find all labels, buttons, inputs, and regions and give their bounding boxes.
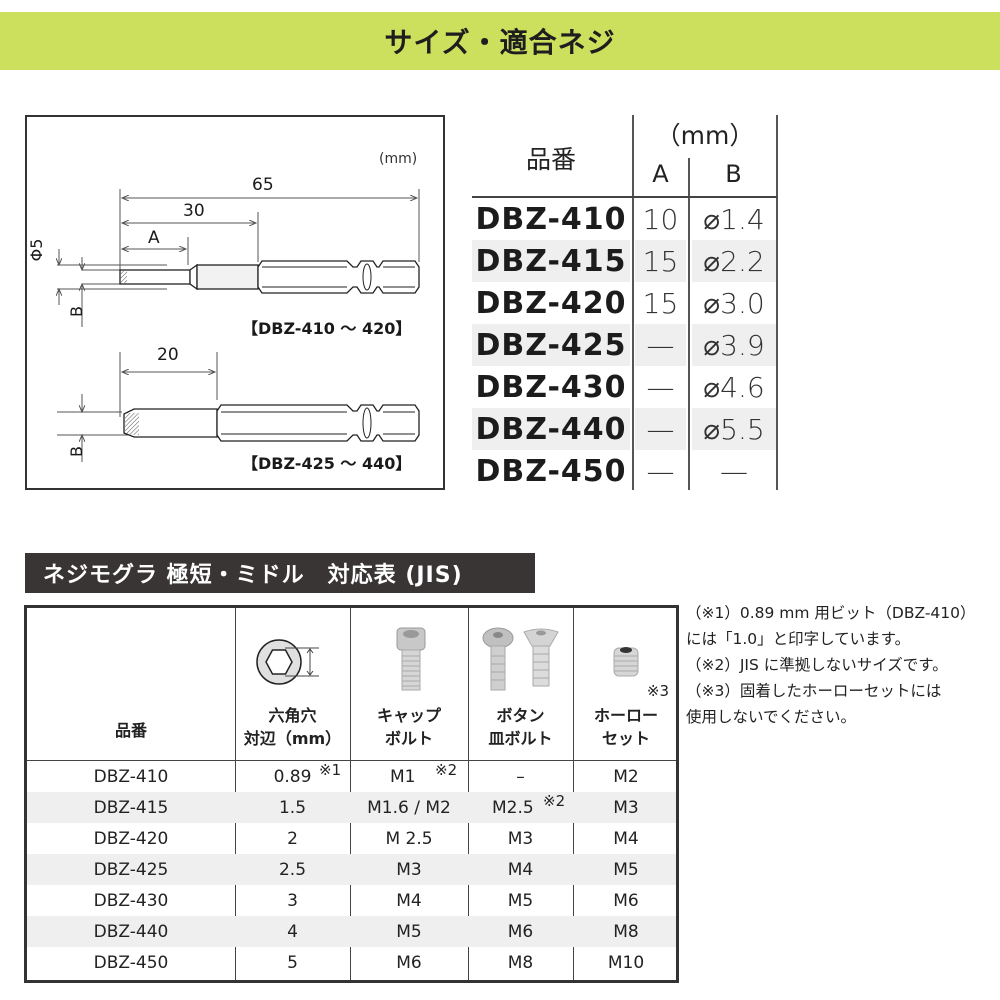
set-screw-icon <box>613 647 639 677</box>
dim-mid-label: 30 <box>183 201 205 221</box>
divider <box>688 158 690 490</box>
button-bolt-icon <box>482 627 559 691</box>
table-row: DBZ-420 2 M 2.5 M3 M4 <box>93 828 639 849</box>
header-b: B <box>725 160 742 188</box>
dim-b2-label: B <box>67 446 86 457</box>
cap-bolt-icon <box>396 627 426 691</box>
title-banner: サイズ・適合ネジ <box>0 12 1000 70</box>
header-cap-bolt: キャップ ボルト <box>350 608 468 760</box>
footnote-1-cont: には「1.0」と印字しています。 <box>686 630 911 648</box>
dim-total-label: 65 <box>252 175 274 195</box>
dim-a-label: A <box>148 228 160 248</box>
divider <box>776 115 778 490</box>
top-bit-label: 【DBZ-410 ～ 420】 <box>242 319 412 338</box>
table-row: DBZ-450 — — <box>475 453 748 489</box>
dimension-diagram: (mm) 65 30 A Φ5 B 【DBZ-410 ～ 420】 20 B 【… <box>25 115 445 490</box>
table-row: DBZ-410 10 ⌀1.4 <box>475 201 765 237</box>
footnote-2: （※2）JIS に準拠しないサイズです。 <box>686 656 948 674</box>
header-a: A <box>652 160 669 188</box>
unit-label: (mm) <box>379 151 418 167</box>
header-unit: （mm） <box>655 121 755 150</box>
header-hinban: 品番 <box>114 721 147 740</box>
bit-drawing-icon <box>27 189 420 462</box>
header-set-screw: ※3 ホーロー セット <box>573 608 679 760</box>
divider <box>472 196 777 198</box>
footnote-3: （※3）固着したホーローセットには <box>686 682 942 700</box>
page-title: サイズ・適合ネジ <box>384 26 616 59</box>
dim-dia-label: Φ5 <box>27 238 46 262</box>
table-row: DBZ-415 15 ⌀2.2 <box>472 240 777 282</box>
note-mark-1: ※1 <box>319 761 342 779</box>
footnote-1: （※1）0.89 mm 用ビット（DBZ-410） <box>686 604 976 622</box>
table-row: DBZ-410 0.89 ※1 M1 ※2 – M2 <box>93 761 639 787</box>
section-title: ネジモグラ 極短・ミドル 対応表 (JIS) <box>25 553 535 593</box>
note-mark-2: ※2 <box>543 792 566 810</box>
dim-b-label: B <box>67 306 86 317</box>
jis-compat-table: 品番 六角穴 対辺（mm） キャップ ボルト <box>24 605 679 983</box>
table-row: DBZ-425 — ⌀3.9 <box>472 324 777 366</box>
header-button-bolt: ボタン 皿ボルト <box>468 608 573 760</box>
table-row: DBZ-430 3 M4 M5 M6 <box>93 890 639 911</box>
table-row: DBZ-425 2.5 M3 M4 M5 <box>27 854 676 885</box>
footnote-3-cont: 使用しないでください。 <box>686 708 857 726</box>
header-hex: 六角穴 対辺（mm） <box>235 608 350 760</box>
table-row: DBZ-440 — ⌀5.5 <box>472 408 777 450</box>
table-row: DBZ-420 15 ⌀3.0 <box>475 285 765 321</box>
table-row: DBZ-430 — ⌀4.6 <box>475 369 765 405</box>
bottom-bit-label: 【DBZ-425 ～ 440】 <box>242 454 412 473</box>
header-hinban: 品番 <box>525 145 576 174</box>
table-row: DBZ-440 4 M5 M6 M8 <box>27 916 676 947</box>
table-row: DBZ-450 5 M6 M8 M10 <box>93 952 645 973</box>
divider <box>632 115 634 490</box>
note-mark-3: ※3 <box>646 682 669 700</box>
dim-len-label: 20 <box>157 345 179 365</box>
footnotes: （※1）0.89 mm 用ビット（DBZ-410） には「1.0」と印字していま… <box>686 600 996 730</box>
divider <box>27 760 676 761</box>
note-mark-2: ※2 <box>435 761 458 779</box>
hex-socket-icon <box>256 639 319 685</box>
table-row: DBZ-415 1.5 M1.6 / M2 M2.5 ※2 M3 <box>27 792 676 823</box>
